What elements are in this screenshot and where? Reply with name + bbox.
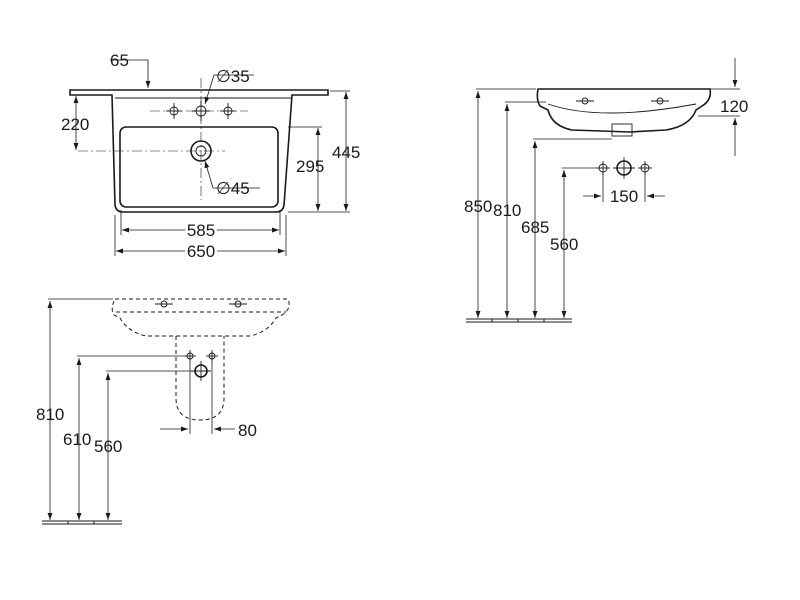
dim-pedestal-waste-height: 560: [94, 437, 122, 456]
bowl-outline: [119, 126, 279, 208]
basin-side-outline: [536, 88, 712, 133]
rim-holes: [576, 97, 669, 105]
dim-side-supply-spacing: 150: [610, 187, 638, 206]
tap-holes: [150, 101, 248, 121]
basin-top-outline: [69, 89, 329, 213]
dim-side-basin-depth: 120: [720, 97, 748, 116]
pedestal-outline: [175, 336, 225, 421]
dim-overall-depth: 445: [332, 143, 360, 162]
dim-bowl-depth: 295: [296, 157, 324, 176]
dim-pedestal-supply-spacing: 80: [238, 421, 257, 440]
dim-side-rim-height: 850: [464, 197, 492, 216]
dim-side-waste-height: 560: [550, 235, 578, 254]
pedestal-floor: [42, 520, 122, 525]
side-view: 850 810 685 560 120 150: [464, 58, 748, 323]
side-supply-points: [562, 157, 652, 202]
drain: [78, 78, 225, 200]
side-waste-outlet: [611, 123, 633, 137]
dim-side-basin-height: 810: [493, 201, 521, 220]
pedestal-view: 810 610 560 80: [36, 298, 290, 525]
dim-tap-hole-diameter: ∅35: [216, 67, 250, 86]
pedestal-basin-outline: [111, 298, 290, 337]
dim-pedestal-top-height: 610: [63, 430, 91, 449]
pedestal-rim-holes: [155, 300, 247, 308]
dim-depth-to-drain: 220: [61, 115, 89, 134]
top-view: 65 ∅35 220 295 445 ∅45 585 650: [61, 51, 360, 264]
dim-bowl-width: 585: [187, 221, 215, 240]
side-floor: [466, 318, 572, 323]
dim-side-underside-height: 685: [521, 218, 549, 237]
dim-pedestal-rim-height: 810: [36, 405, 64, 424]
basin-side-inner: [547, 103, 697, 114]
dim-tap-offset: 65: [110, 51, 129, 70]
dim-overall-width: 650: [187, 242, 215, 261]
dim-drain-diameter: ∅45: [216, 179, 250, 198]
pedestal-supply-points: [184, 350, 218, 434]
